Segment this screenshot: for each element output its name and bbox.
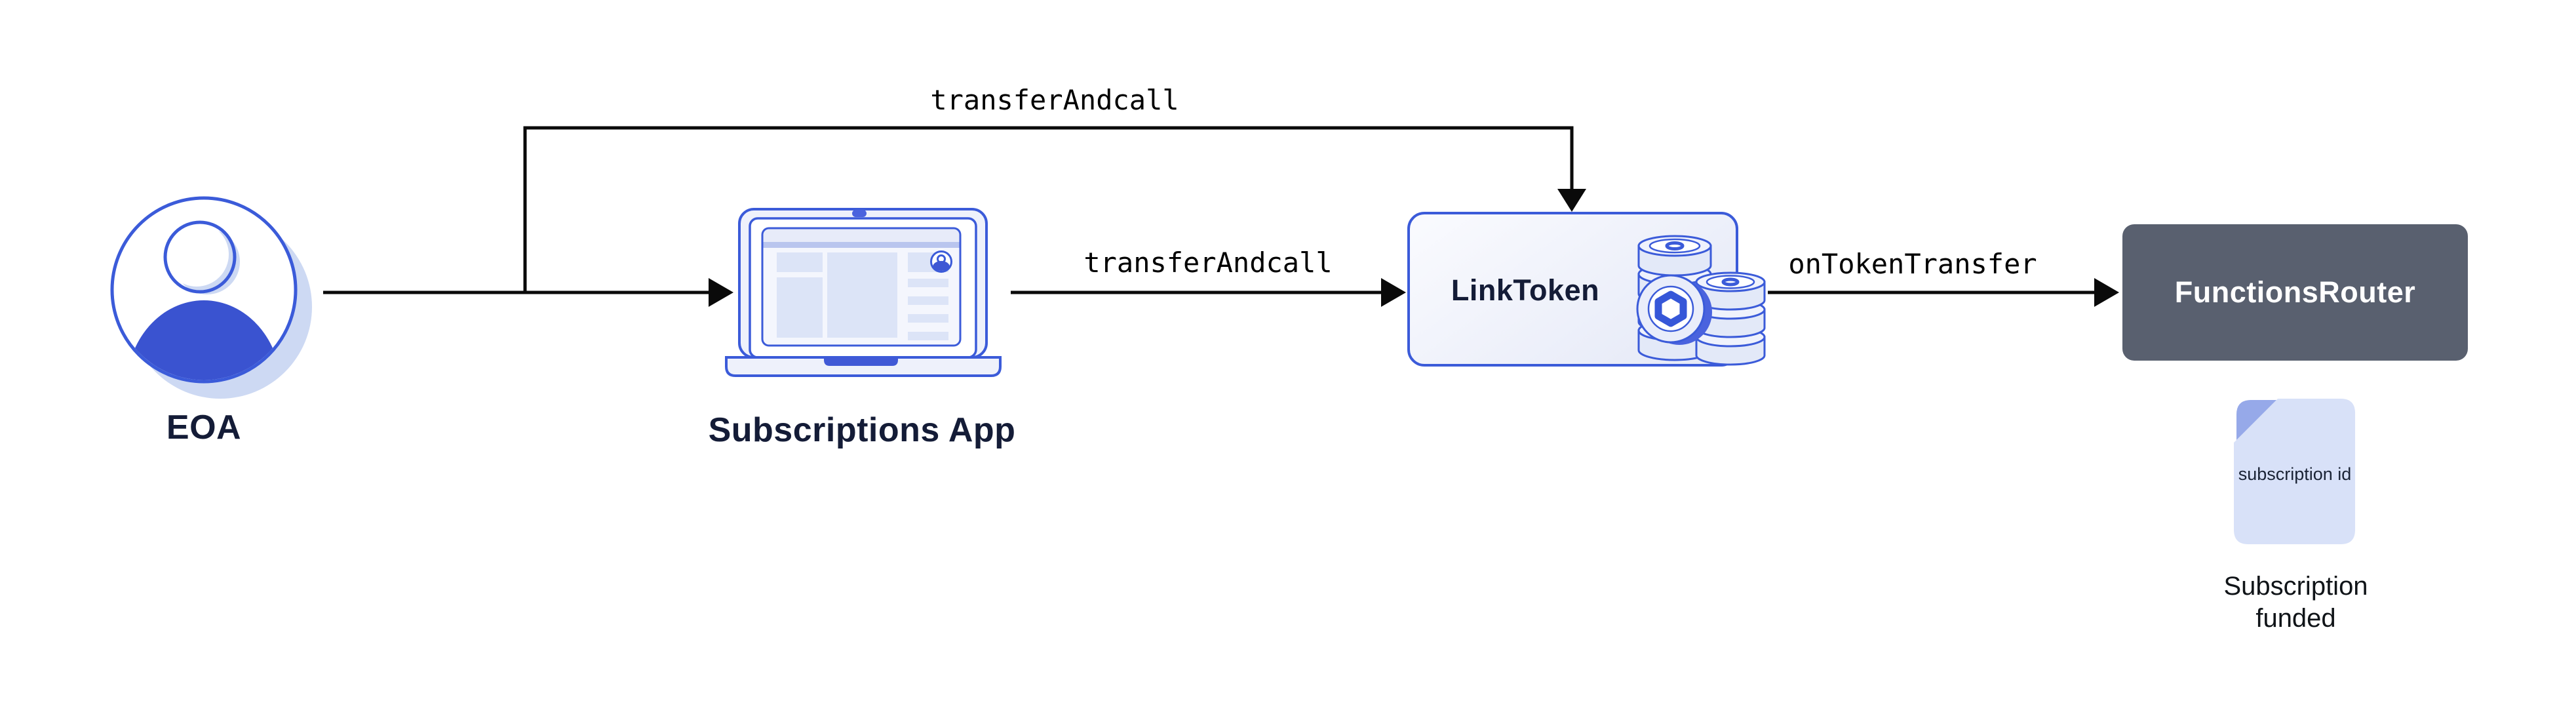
document-text: subscription id [2238,464,2352,484]
functions-router-label: FunctionsRouter [2174,275,2416,309]
edge-label-ontokentransfer: onTokenTransfer [1788,248,2037,280]
folded-corner-icon [2236,400,2276,440]
arrowhead-to-router [2094,278,2119,307]
avatar-icon [110,196,312,399]
subscription-funded-caption: Subscription funded [2223,572,2368,633]
laptop-user-avatar-icon [930,250,952,273]
arrowhead-to-linktoken [1381,278,1406,307]
document-icon [2234,399,2355,544]
chainlink-hexagon-icon [1654,290,1687,327]
edge-label-transferandcall-mid: transferAndcall [1083,247,1333,279]
eoa-label: EOA [166,409,242,447]
laptop-icon [725,208,1002,377]
edge-label-transferandcall-top: transferAndcall [930,84,1179,116]
link-token-label: LinkToken [1451,273,1600,307]
arrow-eoa-to-linktoken-top [523,126,1574,294]
node-functions-router: FunctionsRouter [2122,224,2468,361]
arrowhead-to-app [709,278,733,307]
subscriptions-app-label: Subscriptions App [708,411,1016,449]
arrowhead-to-linktoken-top [1557,189,1586,212]
coins-icon [1636,235,1766,366]
